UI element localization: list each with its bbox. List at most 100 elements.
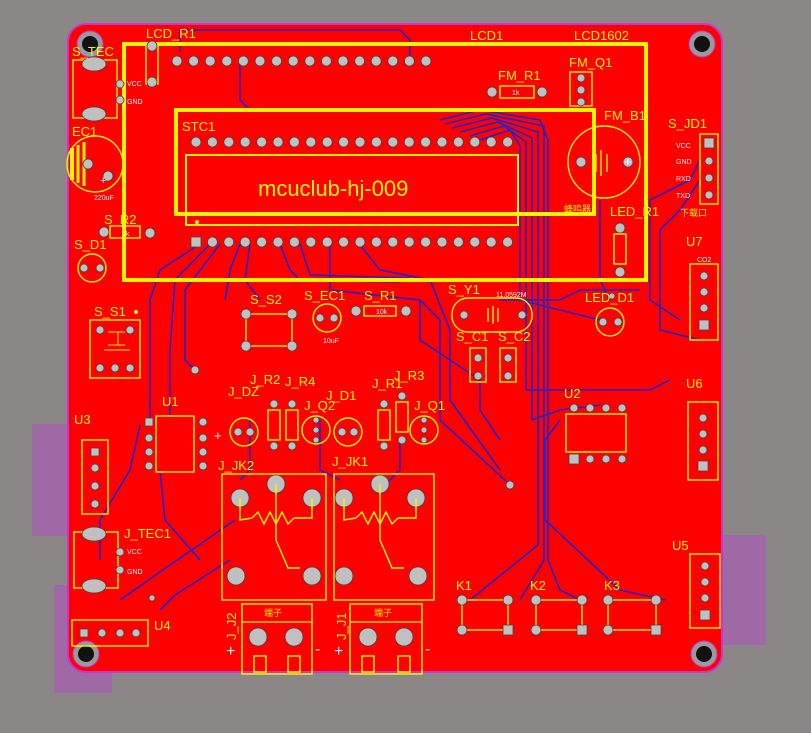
j-j2-minus: - (315, 641, 320, 658)
stc1-bottom-pin-pad (485, 236, 497, 248)
stc1-top-pin-pad (239, 136, 251, 148)
silk-values: mcuclub-hj-009 VCC GND VCC GND RXD TXD 下… (94, 81, 712, 660)
label-s-s2: S_S2 (250, 292, 282, 307)
label-j-jk1: J_JK1 (332, 454, 368, 469)
lcd1-outline (122, 42, 648, 282)
s-jd1-rxd: RXD (676, 176, 691, 183)
u7-module (689, 263, 719, 341)
label-u4: U4 (154, 618, 171, 633)
label-s-c1: S_C1 (456, 329, 489, 344)
label-s-ec1: S_EC1 (304, 288, 345, 303)
stc1-bottom-pin-pad (256, 236, 268, 248)
label-s-tec: S_TEC (72, 44, 114, 59)
label-j-jk2: J_JK2 (218, 458, 254, 473)
label-j-tec1: J_TEC1 (124, 526, 171, 541)
j-jk1-relay (333, 473, 435, 601)
vias (190, 292, 616, 490)
label-s-jd1: S_JD1 (668, 116, 707, 131)
lcd-pin-pad (237, 55, 249, 67)
stc1-outline (174, 108, 596, 216)
label-lcd1: LCD1 (470, 28, 503, 43)
stc1-bottom-pin-pad (370, 236, 382, 248)
stc1-bottom-pin-pad (452, 236, 464, 248)
fm-b1-buzzer (567, 125, 641, 199)
stc1-top-pin-pad (272, 136, 284, 148)
stc1-top-pin-pad (288, 136, 300, 148)
stc1-bottom-pin-pad (239, 236, 251, 248)
label-led-r1: LED_R1 (610, 204, 659, 219)
fm-q1-transistor (569, 71, 593, 107)
lcd-pin-pad (403, 55, 415, 67)
stc1-top-pin-pad (387, 136, 399, 148)
label-s-r1: S_R1 (364, 288, 397, 303)
mounting-holes (72, 30, 718, 668)
u1-plus: + (214, 428, 222, 443)
lcd-pin-pad (304, 55, 316, 67)
ec1-capacitor (66, 135, 124, 193)
s-r1-value: 10k (376, 309, 388, 316)
s-r2-resistor (98, 225, 156, 239)
j-j1-plus: + (334, 643, 343, 660)
pads (145, 40, 514, 248)
label-s-y1: S_Y1 (448, 282, 480, 297)
label-s-d1: S_D1 (74, 237, 107, 252)
lcd-r1-pad (146, 76, 158, 88)
j-j1-terminal-text: 端子 (374, 607, 392, 618)
main-board-label: mcuclub-hj-009 (258, 176, 408, 201)
j-j2-terminal-text: 端子 (264, 607, 282, 618)
j-j2-terminal (241, 603, 313, 675)
j-tec1-gnd: GND (127, 569, 143, 576)
lcd-pin-pad (387, 55, 399, 67)
ec1-plus: + (100, 175, 106, 187)
s-c-capacitors (469, 347, 517, 383)
key-k2 (530, 594, 588, 636)
led-r1-resistor (613, 222, 627, 278)
designator-labels: S_TEC LCD_R1 LCD1 LCD1602 EC1 STC1 FM_R1… (72, 26, 707, 640)
u4-module (71, 594, 156, 647)
label-j-j2: J_J2 (224, 613, 239, 640)
label-j-r4: J_R4 (285, 374, 315, 389)
label-j-r3: J_R3 (394, 368, 424, 383)
fm-b1-plus: + (624, 154, 632, 169)
board-copper (67, 23, 723, 673)
s-tec-vcc: VCC (127, 81, 142, 88)
ec1-value: 220uF (94, 195, 114, 202)
lcd-pin-pad (188, 55, 200, 67)
stc1-bottom-pin-pad (387, 236, 399, 248)
label-fm-b1: FM_B1 (604, 108, 646, 123)
stc1-bottom-pin-pad (190, 236, 202, 248)
label-j-q1: J_Q1 (414, 398, 445, 413)
s-s1-switch (89, 310, 141, 379)
j-j1-minus: - (425, 641, 430, 658)
label-led-d1: LED_D1 (585, 290, 634, 305)
stc1-top-pin-pad (502, 136, 514, 148)
stc1-top-pin-pad (321, 136, 333, 148)
lcd-r1-pad (146, 40, 158, 52)
stc1-top-pin-pad (338, 136, 350, 148)
stc1-top-pin-pad (436, 136, 448, 148)
label-ec1: EC1 (72, 124, 97, 139)
stc1-bottom-pin-pad (403, 236, 415, 248)
u3-module (81, 439, 109, 515)
stc1-bottom-pin-pad (420, 236, 432, 248)
lcd-pin-pad (204, 55, 216, 67)
fm-r1-value: 1k (512, 90, 520, 97)
s-y1-value: 11.0592M (496, 292, 527, 299)
fm-r1-resistor (486, 85, 548, 99)
lcd-pin-pad (271, 55, 283, 67)
stc1-top-pin-pad (223, 136, 235, 148)
j-r1-resistor (377, 399, 391, 451)
s-jd1-vcc: VCC (676, 143, 691, 150)
j-dz-diode (229, 417, 259, 447)
label-j-r2: J_R2 (250, 372, 280, 387)
s-r2-value: 1k (122, 231, 130, 238)
label-fm-q1: FM_Q1 (569, 55, 612, 70)
label-s-r2: S_R2 (104, 212, 137, 227)
lcd-pin-pad (221, 55, 233, 67)
s-s2-switch (240, 308, 298, 352)
label-s-s1: S_S1 (94, 304, 126, 319)
stc1-bottom-pin-pad (469, 236, 481, 248)
stc1-bottom-pin-pad (321, 236, 333, 248)
u2-ic (565, 403, 627, 465)
s-ec1-capacitor (312, 303, 342, 333)
